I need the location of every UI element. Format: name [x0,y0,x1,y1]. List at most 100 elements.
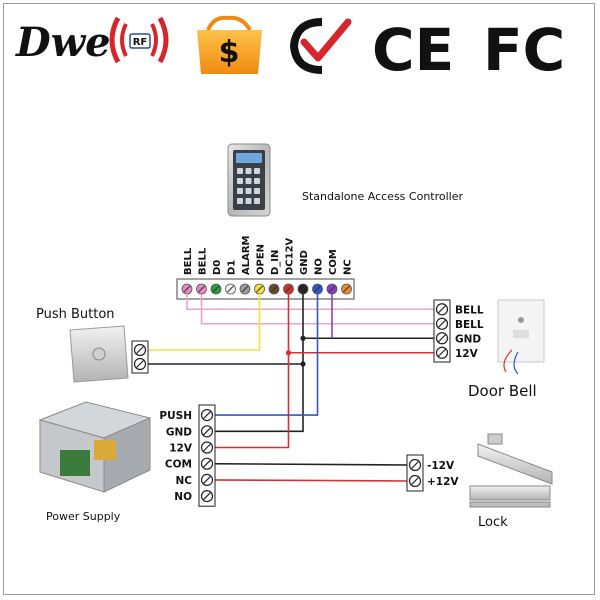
controller-terminal-no [312,283,323,295]
controller-terminal-gnd [297,283,309,295]
controller-terminal-com [326,283,338,295]
door-bell-device-icon [497,299,545,375]
diagram-frame [3,3,595,595]
keypad-key [245,198,252,204]
controller-terminal-dc12v [283,283,294,295]
keypad-key [237,188,243,194]
power-supply-device-icon [38,401,152,493]
controller-terminal-d1 [225,283,236,295]
terminal-screw-icon [133,343,147,357]
terminal-screw-icon [408,458,422,472]
wire-junction [300,335,306,341]
rf-wave-icon [109,16,169,64]
power-terminal-label: COM [165,459,192,471]
ce-mark-icon: CE [372,16,454,84]
brand-logo: Dwe RF [15,16,169,66]
power-terminal-label: PUSH [159,410,192,422]
controller-terminal-label: COM [328,249,339,275]
controller-terminal-bell [196,283,207,295]
terminal-screw-icon [435,332,449,345]
wire-junction [300,361,306,367]
lock-label: Lock [478,515,508,530]
terminal-screw-icon [435,303,449,316]
controller-terminal-label: BELL [198,247,209,275]
controller-terminal-label: NC [343,259,354,275]
keypad-key [245,178,252,184]
controller-terminal-d0 [210,283,222,295]
terminal-screw-icon [408,474,422,488]
keypad-key [237,178,243,184]
keypad-key [254,188,260,194]
power-terminal-label: GND [166,426,192,438]
wire-bell-1 [186,294,434,311]
keypad-key [245,188,252,194]
terminal-screw-icon [200,490,214,503]
wire-dc12v-power [207,294,290,449]
push-button-device-icon [69,325,129,383]
door-bell-label: Door Bell [468,382,537,400]
power-terminal-label: NO [174,491,192,503]
controller-terminal-bell [181,283,193,295]
controller-terminal-label: GND [299,250,310,275]
access-controller-keypad-icon [227,143,271,217]
wire-nc-lock-plus [206,479,408,482]
controller-terminal-label: ALARM [241,235,252,275]
terminal-screw-icon [200,473,214,486]
door-bell-terminal-block [433,299,451,363]
wire-open-push-button [140,294,261,351]
push-button-terminal-block [131,340,149,374]
magnetic-lock-icon [469,485,551,508]
power-terminal-label: 12V [169,443,193,455]
wire-junction [285,350,292,356]
dollar-icon: $ [219,35,240,70]
keypad-key [245,168,252,174]
door-bell-terminal-label: BELL [455,319,484,331]
electric-strike-lock-icon [477,433,553,485]
push-button-label: Push Button [36,307,115,322]
controller-terminal-label: OPEN [256,244,267,275]
controller-terminal-label: NO [314,258,325,275]
rf-badge [129,33,151,49]
keypad-key [237,198,243,204]
terminal-screw-icon [435,317,449,330]
controller-terminal-open [254,283,265,295]
terminal-screw-icon [200,425,214,438]
keypad-key [254,168,260,174]
controller-terminal-nc [341,283,352,295]
door-bell-terminal-label: BELL [455,304,484,316]
controller-terminal-alarm [239,283,251,295]
check-mark-certification-icon [289,18,352,74]
door-bell-terminal-label: 12V [455,348,479,360]
door-bell-terminal-label: GND [455,333,481,345]
lock-terminal-label: -12V [427,460,455,472]
controller-terminal-label: D0 [212,260,223,275]
keypad-key [254,178,260,184]
wire-bell-2 [200,294,434,325]
lock-terminal-label: +12V [427,476,459,488]
power-supply-terminal-block [198,404,216,507]
keypad-key [237,168,243,174]
trade-assurance-badge-icon: $ [197,15,262,74]
terminal-screw-icon [200,457,214,470]
terminal-screw-icon [133,357,147,371]
controller-terminal-d-in [268,283,280,295]
controller-terminal-label: D1 [227,260,238,275]
rf-badge-text: RF [133,37,148,48]
power-supply-label: Power Supply [46,510,121,523]
controller-terminal-label: BELL [183,247,194,275]
wire-com-lock-minus [206,462,408,466]
controller-label: Standalone Access Controller [302,190,463,203]
controller-terminal-label: D_IN [270,250,281,275]
terminal-screw-icon [200,409,214,422]
logo-text: Dwe [15,19,111,66]
terminal-screw-icon [435,346,449,359]
power-terminal-label: NC [176,475,193,487]
terminal-screw-icon [200,441,214,454]
fcc-mark-icon: FC [483,16,565,84]
wire-no-push [207,294,319,416]
wiring-lines [140,294,434,482]
keypad-key [254,198,260,204]
lock-terminal-block [406,454,424,492]
